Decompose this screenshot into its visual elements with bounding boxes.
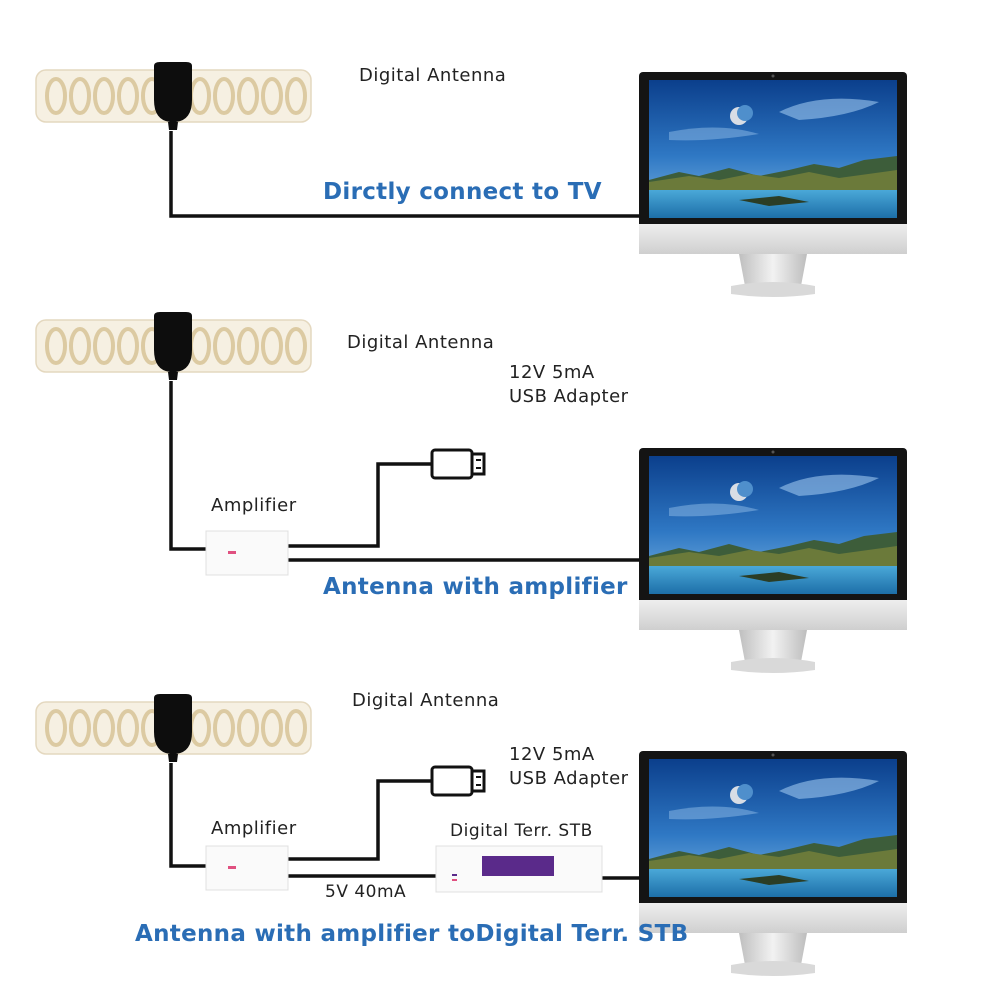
- coax-cable: [169, 131, 640, 218]
- stb-icon: [435, 845, 603, 893]
- antenna-label: Digital Antenna: [352, 690, 500, 711]
- caption-amplifier: Antenna with amplifier: [323, 574, 628, 600]
- usb-plug-icon: [430, 448, 486, 480]
- coax-cable: [169, 381, 206, 551]
- antenna-icon: [34, 692, 313, 764]
- monitor-icon: [639, 72, 907, 297]
- amplifier-icon: [205, 530, 289, 576]
- adapter-name: USB Adapter: [509, 386, 629, 407]
- adapter-spec: 12V 5mA: [509, 362, 595, 383]
- antenna-label: Digital Antenna: [359, 65, 507, 86]
- antenna-icon: [34, 60, 313, 132]
- amplifier-label: Amplifier: [211, 495, 297, 516]
- coax-cable: [169, 763, 206, 868]
- power-cable: [288, 779, 432, 861]
- caption-stb: Antenna with amplifier toDigital Terr. S…: [135, 921, 689, 947]
- usb-adapter-label: 12V 5mA USB Adapter: [509, 361, 629, 409]
- stb-label: Digital Terr. STB: [450, 821, 593, 841]
- power-label: 5V 40mA: [325, 882, 407, 902]
- usb-adapter-label: 12V 5mA USB Adapter: [509, 743, 629, 791]
- monitor-icon: [639, 448, 907, 673]
- adapter-name: USB Adapter: [509, 768, 629, 789]
- caption-direct: Dirctly connect to TV: [323, 179, 602, 205]
- antenna-icon: [34, 310, 313, 382]
- antenna-label: Digital Antenna: [347, 332, 495, 353]
- amplifier-icon: [205, 845, 289, 891]
- usb-plug-icon: [430, 765, 486, 797]
- power-cable: [288, 462, 432, 548]
- adapter-spec: 12V 5mA: [509, 744, 595, 765]
- amplifier-label: Amplifier: [211, 818, 297, 839]
